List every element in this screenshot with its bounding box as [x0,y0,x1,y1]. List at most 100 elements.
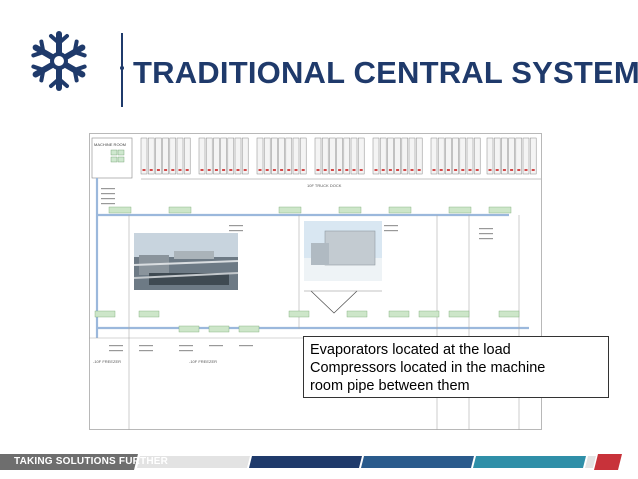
callout-line-3: room pipe between them [310,378,470,394]
rack-unit [529,137,537,175]
rack-unit [445,137,452,175]
rack-marker [214,169,218,171]
callout-line-2: Compressors located in the machine [310,360,546,376]
rack-unit [321,137,329,175]
rack-marker [524,169,528,171]
rack-marker [495,169,499,171]
rack-unit [343,137,351,175]
rack-unit [493,137,501,175]
rack-marker [446,169,450,171]
rack-unit [213,137,220,175]
rack-unit [241,137,249,175]
rack-marker [345,169,349,171]
freezer-left-label: -10F FREEZER [93,359,121,364]
rack-marker [142,169,146,171]
machine-room-label: MACHINE ROOM [94,142,126,147]
rack-marker [388,169,392,171]
rack-unit [486,137,494,175]
rack-unit [437,137,445,175]
rack-marker [352,169,356,171]
callout-box: Evaporators located at the load Compress… [303,336,609,398]
rack-marker [280,169,284,171]
rack-marker [531,169,535,171]
snowflake-icon [31,31,87,91]
rack-marker [323,169,327,171]
rack-marker [461,169,465,171]
rack-unit [278,137,285,175]
rack-marker [200,169,204,171]
rack-marker [454,169,458,171]
rack-unit [155,137,162,175]
rack-unit [473,137,481,175]
rack-unit [314,137,322,175]
rack-marker [468,169,472,171]
rack-unit [220,137,227,175]
rack-marker [207,169,211,171]
rack-unit [329,137,336,175]
rack-unit [271,137,278,175]
rack-marker [374,169,378,171]
rack-marker [294,169,298,171]
freezer-right-label: -10F FREEZER [189,359,217,364]
rack-unit [169,137,177,175]
rack-marker [229,169,233,171]
rack-unit [140,137,148,175]
rack-marker [164,169,168,171]
rack-unit [357,137,365,175]
rack-unit [466,137,474,175]
rack-unit [198,137,206,175]
rack-unit [401,137,409,175]
rack-marker [156,169,160,171]
rack-unit [263,137,271,175]
rack-unit [379,137,387,175]
evaporator-photo [304,221,382,281]
rack-marker [265,169,269,171]
rack-marker [403,169,407,171]
rack-unit [336,137,343,175]
rack-marker [330,169,334,171]
rack-unit [415,137,423,175]
rack-marker [272,169,276,171]
rack-unit [227,137,235,175]
rack-marker [381,169,385,171]
rack-marker [171,169,175,171]
rack-marker [185,169,189,171]
rack-unit [350,137,358,175]
rack-marker [338,169,342,171]
rack-marker [432,169,436,171]
rack-marker [517,169,521,171]
rack-marker [316,169,320,171]
rack-unit [234,137,242,175]
rack-unit [394,137,401,175]
rack-marker [178,169,182,171]
footer-tagline: TAKING SOLUTIONS FURTHER [14,456,169,467]
rack-unit [285,137,293,175]
rack-unit [515,137,523,175]
rack-unit [522,137,530,175]
rack-marker [510,169,514,171]
rack-unit [459,137,467,175]
rack-marker [488,169,492,171]
rack-unit [183,137,191,175]
rack-marker [502,169,506,171]
rack-unit [292,137,300,175]
rack-unit [147,137,155,175]
refrigeration-schematic: MACHINE ROOM 10F TRUCK DOCK [89,133,542,430]
truck-dock-label: 10F TRUCK DOCK [307,183,342,188]
rack-unit [256,137,264,175]
rack-unit [501,137,508,175]
rack-unit [430,137,438,175]
rack-unit [387,137,394,175]
rack-marker [439,169,443,171]
rack-marker [258,169,262,171]
rack-unit [408,137,416,175]
rack-unit [508,137,515,175]
rack-marker [287,169,291,171]
rack-unit [176,137,184,175]
rack-marker [243,169,247,171]
callout-line-1: Evaporators located at the load [310,342,511,358]
title-divider [121,33,123,107]
slide-title: TRADITIONAL CENTRAL SYSTEM [133,55,638,90]
rack-marker [236,169,240,171]
rack-unit [299,137,307,175]
